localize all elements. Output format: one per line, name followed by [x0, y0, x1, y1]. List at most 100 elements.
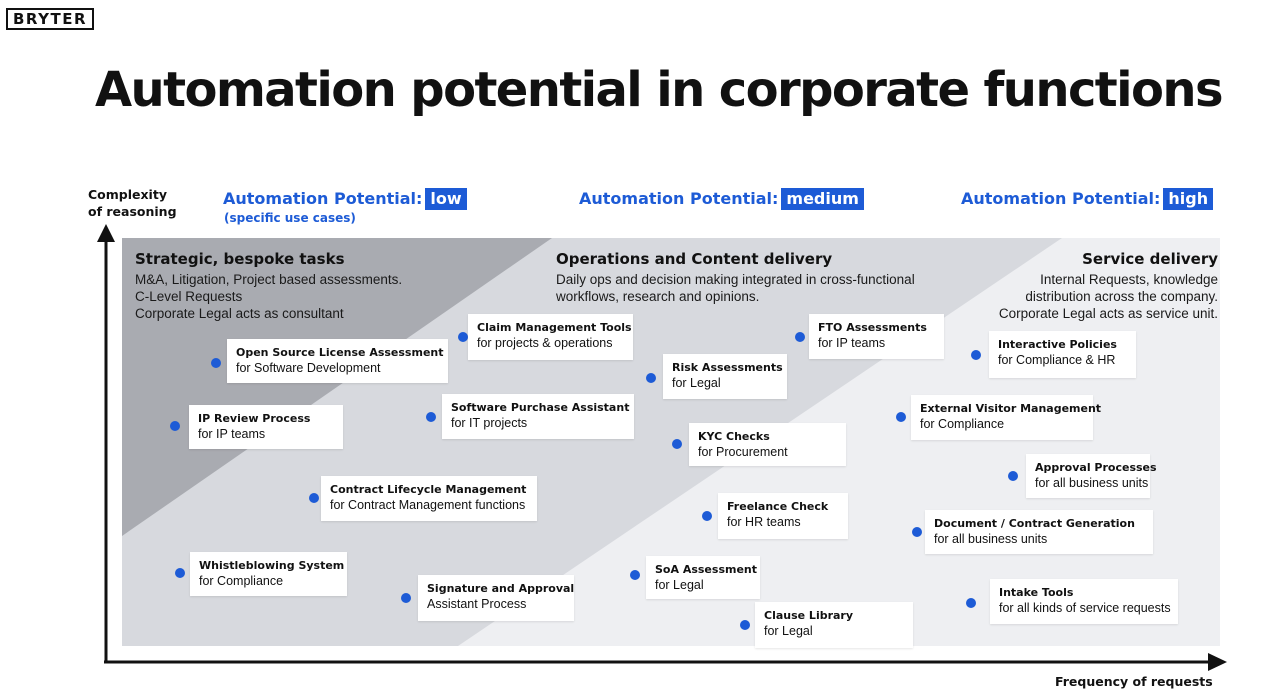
use-case-ip-review: IP Review Process for IP teams	[189, 405, 343, 449]
y-axis-arrow	[97, 224, 115, 242]
use-case-kyc: KYC Checks for Procurement	[689, 423, 846, 466]
use-case-subtitle: for Legal	[764, 624, 813, 638]
use-case-dot-interactive-policies	[971, 350, 981, 360]
zone-service-line-3: Corporate Legal acts as service unit.	[998, 306, 1218, 321]
potential-medium-label: Automation Potential:	[579, 189, 779, 208]
use-case-dot-signature	[401, 593, 411, 603]
use-case-title: Open Source License Assessment	[236, 346, 444, 359]
use-case-whistleblowing: Whistleblowing System for Compliance	[190, 552, 347, 596]
use-case-title: Document / Contract Generation	[934, 517, 1135, 530]
use-case-subtitle: for Contract Management functions	[330, 498, 526, 512]
use-case-title: Freelance Check	[727, 500, 829, 513]
use-case-software-purchase: Software Purchase Assistant for IT proje…	[442, 394, 634, 439]
use-case-dot-open-source	[211, 358, 221, 368]
zone-strategic: Strategic, bespoke tasks M&A, Litigation…	[135, 250, 402, 322]
use-case-subtitle: Assistant Process	[427, 597, 527, 611]
zone-strategic-line-1: M&A, Litigation, Project based assessmen…	[135, 272, 403, 287]
use-case-open-source: Open Source License Assessment for Softw…	[227, 339, 448, 383]
y-axis-label-line-1: Complexity	[88, 187, 167, 202]
use-case-dot-intake-tools	[966, 598, 976, 608]
use-case-signature: Signature and Approval Assistant Process	[418, 575, 574, 621]
x-axis-label: Frequency of requests	[1055, 674, 1213, 689]
use-case-soa: SoA Assessment for Legal	[646, 556, 760, 599]
zone-operations: Operations and Content delivery Daily op…	[556, 250, 915, 305]
use-case-dot-kyc	[672, 439, 682, 449]
potential-high-label: Automation Potential:	[961, 189, 1161, 208]
use-case-title: Software Purchase Assistant	[451, 401, 630, 414]
use-case-claim-management: Claim Management Tools for projects & op…	[468, 314, 633, 360]
zone-operations-line-2: workflows, research and opinions.	[556, 289, 760, 304]
zone-strategic-line-3: Corporate Legal acts as consultant	[135, 306, 344, 321]
potential-low-label: Automation Potential:	[223, 189, 423, 208]
use-case-title: Interactive Policies	[998, 338, 1117, 351]
use-case-dot-clm	[309, 493, 319, 503]
use-case-title: Approval Processes	[1035, 461, 1157, 474]
x-axis-arrow	[1208, 653, 1227, 671]
use-case-title: KYC Checks	[698, 430, 770, 443]
zone-low-background	[122, 238, 552, 536]
potential-high-badge: high	[1163, 188, 1214, 210]
y-axis-label: Complexity of reasoning	[88, 186, 177, 220]
use-case-clm: Contract Lifecycle Management for Contra…	[321, 476, 537, 521]
use-case-subtitle: for IP teams	[818, 336, 886, 350]
use-case-dot-risk	[646, 373, 656, 383]
y-axis-label-line-2: of reasoning	[88, 204, 177, 219]
zone-operations-heading: Operations and Content delivery	[556, 250, 833, 268]
zone-service-line-1: Internal Requests, knowledge	[1040, 272, 1218, 287]
use-case-dot-document-generation	[912, 527, 922, 537]
zone-strategic-line-2: C-Level Requests	[135, 289, 243, 304]
use-case-subtitle: for projects & operations	[477, 336, 613, 350]
use-case-title: Clause Library	[764, 609, 854, 622]
use-case-dot-external-visitor	[896, 412, 906, 422]
use-case-risk: Risk Assessments for Legal	[663, 354, 787, 399]
use-case-interactive-policies: Interactive Policies for Compliance & HR	[989, 331, 1136, 378]
use-case-dot-soa	[630, 570, 640, 580]
use-case-title: Intake Tools	[999, 586, 1074, 599]
use-case-title: Claim Management Tools	[477, 321, 632, 334]
use-case-fto: FTO Assessments for IP teams	[809, 314, 944, 359]
use-case-title: External Visitor Management	[920, 402, 1102, 415]
use-case-dot-fto	[795, 332, 805, 342]
use-case-subtitle: for Legal	[672, 376, 721, 390]
use-case-freelance: Freelance Check for HR teams	[718, 493, 848, 539]
zone-strategic-heading: Strategic, bespoke tasks	[135, 250, 345, 268]
use-case-dot-ip-review	[170, 421, 180, 431]
use-case-external-visitor: External Visitor Management for Complian…	[911, 395, 1102, 440]
use-case-dot-freelance	[702, 511, 712, 521]
use-case-dot-whistleblowing	[175, 568, 185, 578]
use-case-dot-software-purchase	[426, 412, 436, 422]
use-case-title: Whistleblowing System	[199, 559, 345, 572]
use-case-subtitle: for all kinds of service requests	[999, 601, 1171, 615]
zone-operations-line-1: Daily ops and decision making integrated…	[556, 272, 915, 287]
use-case-title: Risk Assessments	[672, 361, 783, 374]
use-case-dot-approval-processes	[1008, 471, 1018, 481]
potential-medium: Automation Potential:medium	[579, 188, 864, 210]
use-case-dot-clause-library	[740, 620, 750, 630]
use-case-dot-claim-management	[458, 332, 468, 342]
potential-low-badge: low	[425, 188, 467, 210]
zone-service-heading: Service delivery	[1082, 250, 1218, 268]
use-case-title: Signature and Approval	[427, 582, 575, 595]
use-case-title: IP Review Process	[198, 412, 311, 425]
use-case-subtitle: for all business units	[1035, 476, 1149, 490]
use-case-subtitle: for Legal	[655, 578, 704, 592]
use-case-subtitle: for all business units	[934, 532, 1048, 546]
use-case-subtitle: for Procurement	[698, 445, 788, 459]
zone-service-line-2: distribution across the company.	[1025, 289, 1218, 304]
use-case-subtitle: for Software Development	[236, 361, 381, 375]
use-case-clause-library: Clause Library for Legal	[755, 602, 913, 648]
zone-service: Service delivery Internal Requests, know…	[999, 250, 1218, 322]
page-title: Automation potential in corporate functi…	[95, 62, 1224, 118]
use-case-title: Contract Lifecycle Management	[330, 483, 527, 496]
potential-low-note: (specific use cases)	[224, 211, 356, 225]
use-case-subtitle: for IP teams	[198, 427, 266, 441]
potential-medium-badge: medium	[781, 188, 864, 210]
use-case-subtitle: for Compliance & HR	[998, 353, 1116, 367]
use-case-document-generation: Document / Contract Generation for all b…	[925, 510, 1153, 554]
use-case-subtitle: for IT projects	[451, 416, 528, 430]
bryter-logo: BRYTER	[6, 8, 94, 30]
use-case-subtitle: for Compliance	[920, 417, 1005, 431]
potential-high: Automation Potential:high	[961, 188, 1214, 210]
use-case-subtitle: for HR teams	[727, 515, 801, 529]
use-case-title: FTO Assessments	[818, 321, 927, 334]
